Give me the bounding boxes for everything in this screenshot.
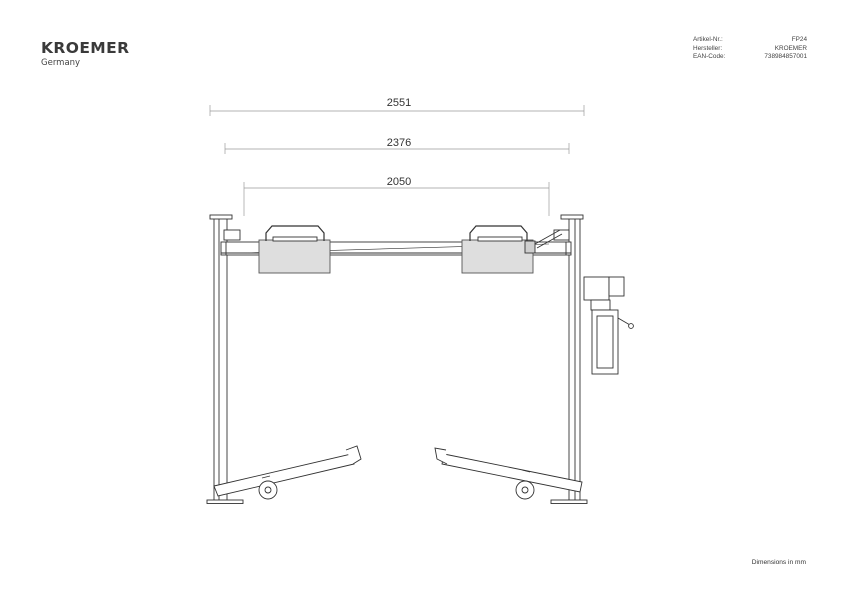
dimension-line-inner [243,182,550,216]
brand-name: KROEMER [41,39,130,57]
crank-arm [534,229,563,249]
info-label: Artikel-Nr.: [693,36,723,43]
info-value: FP24 [791,36,807,43]
info-row-manufacturer: Hersteller: KROEMER [693,45,807,54]
brand-country: Germany [41,58,81,68]
info-label: Hersteller: [693,44,723,52]
article-info: Artikel-Nr.: FP24 Hersteller: KROEMER EA… [693,36,807,62]
left-support-leg [213,445,362,500]
dimension-line-outer [209,105,585,116]
info-label: EAN-Code: [693,53,726,61]
right-support-leg [434,447,583,500]
winch-motor [583,276,634,375]
info-value: 738984857001 [764,53,807,61]
right-post [550,214,588,504]
right-clamp [461,225,536,274]
dimension-lines [209,105,585,216]
dimension-label-middle: 2376 [387,137,411,149]
dimensions-note: Dimensions in mm [751,559,806,566]
dimension-label-inner: 2050 [387,176,411,188]
info-value: KROEMER [774,44,807,52]
left-post [206,214,244,504]
info-row-ean: EAN-Code: 738984857001 [693,53,807,62]
dimension-line-middle [224,143,570,154]
left-clamp [258,225,331,274]
info-row-article: Artikel-Nr.: FP24 [693,36,807,45]
brand-logo: KROEMER Germany [41,39,129,69]
dimension-label-outer: 2551 [387,97,411,109]
